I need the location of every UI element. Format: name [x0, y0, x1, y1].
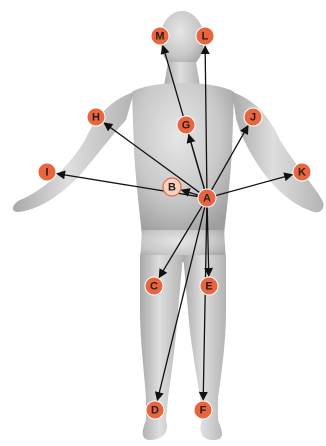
node-a: A: [198, 189, 216, 207]
node-b-label: B: [168, 182, 176, 194]
node-d: D: [146, 401, 164, 419]
node-b: B: [163, 178, 181, 196]
node-h-label: H: [92, 112, 100, 124]
node-j-label: J: [250, 112, 256, 124]
node-l-label: L: [202, 31, 209, 43]
node-a-label: A: [203, 193, 211, 205]
node-m-label: M: [155, 31, 164, 43]
node-j: J: [244, 108, 262, 126]
node-m: M: [151, 27, 169, 45]
node-d-label: D: [151, 405, 159, 417]
human-figure: [13, 11, 324, 440]
node-e: E: [200, 277, 218, 295]
node-k: K: [293, 163, 311, 181]
node-i: I: [38, 163, 56, 181]
node-e-label: E: [205, 281, 212, 293]
node-i-label: I: [45, 167, 48, 179]
node-l: L: [196, 27, 214, 45]
node-k-label: K: [298, 167, 306, 179]
node-f-label: F: [200, 405, 207, 417]
node-f: F: [194, 401, 212, 419]
node-c-label: C: [150, 281, 158, 293]
node-h: H: [87, 108, 105, 126]
node-g: G: [177, 116, 195, 134]
node-g-label: G: [182, 120, 191, 132]
node-c: C: [145, 277, 163, 295]
